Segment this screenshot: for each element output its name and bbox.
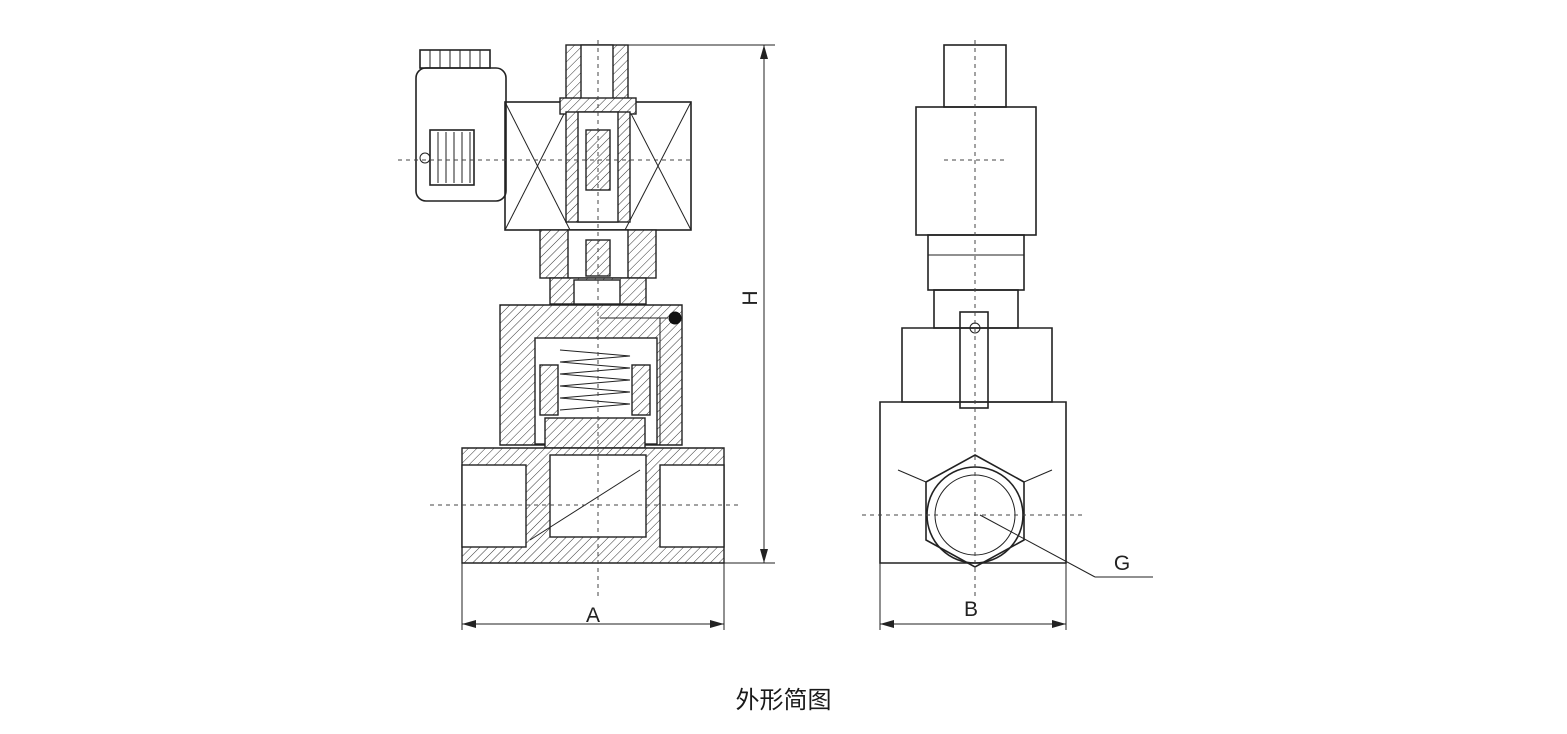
dim-a-label: A	[586, 604, 600, 627]
port-g-leader: G	[979, 514, 1153, 578]
dimension-b: B	[879, 563, 1067, 630]
dim-b-label: B	[964, 598, 978, 621]
front-section-view	[398, 40, 742, 598]
side-view	[862, 40, 1085, 598]
dim-h-label: H	[739, 290, 762, 305]
port-g-label: G	[1114, 552, 1130, 575]
figure-caption: 外形简图	[735, 686, 832, 714]
dimension-a: A	[461, 563, 725, 630]
dimension-h: H	[628, 44, 775, 564]
